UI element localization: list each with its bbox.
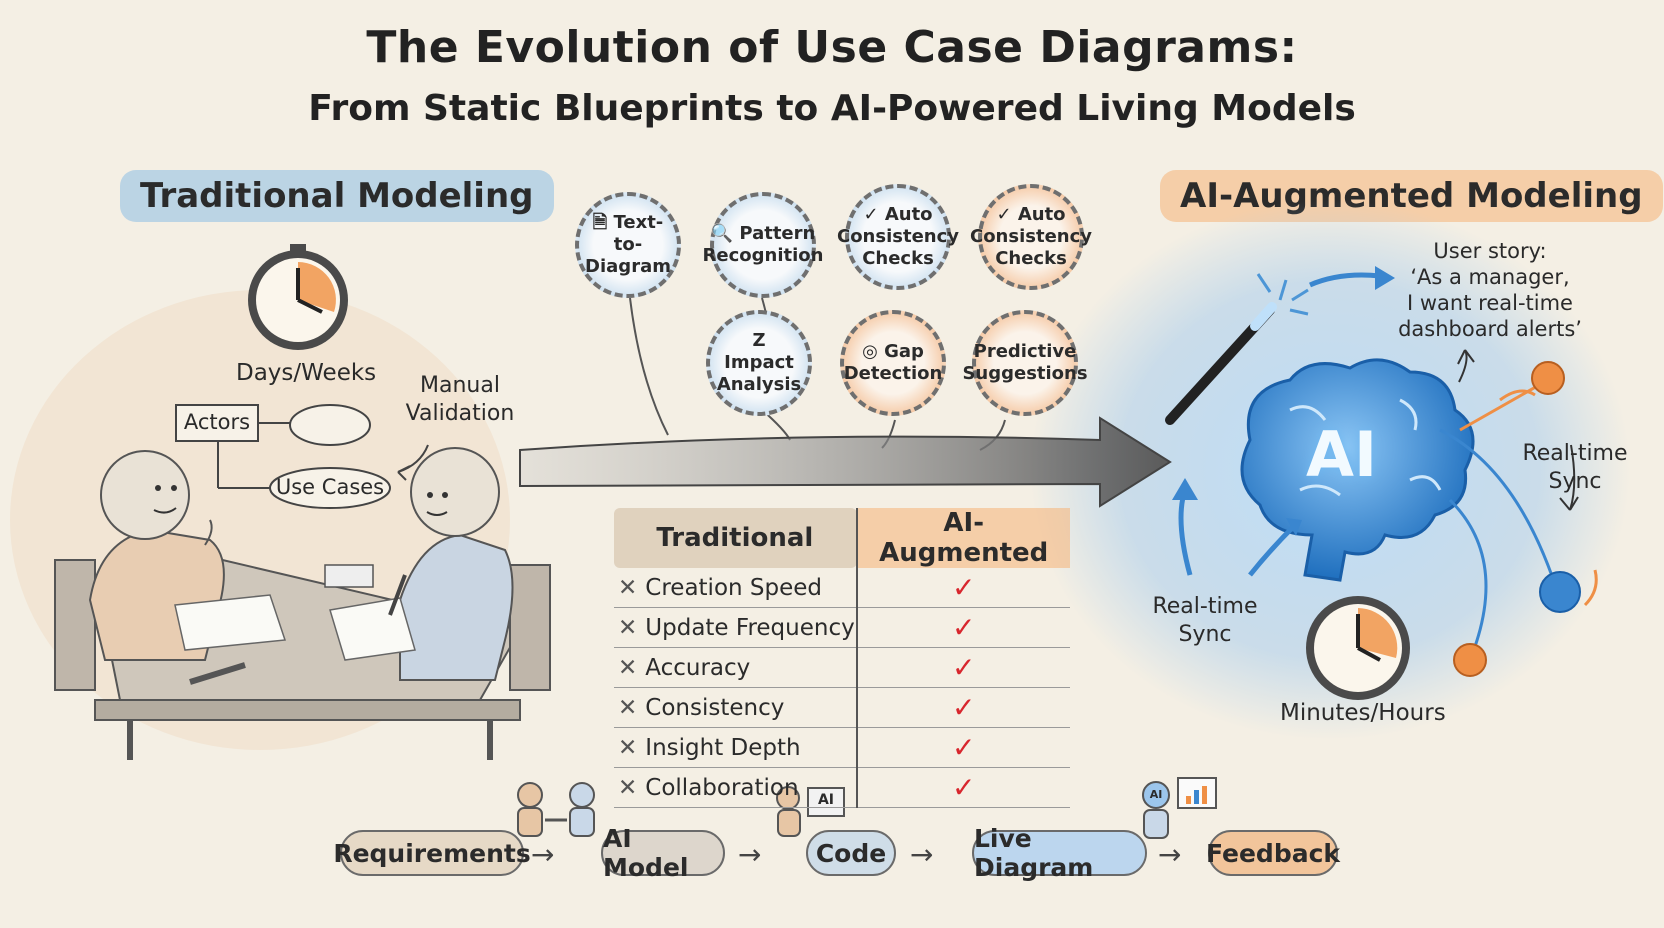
col-ai-augmented: AI-Augmented [855,508,1070,568]
comparison-table: Traditional AI-Augmented ✕ Creation Speed… [614,508,1070,808]
pipeline-ai-model: AI Model [601,824,725,882]
pipeline-arrow: → [1158,838,1182,871]
check-mark-icon: ✓ [855,687,1070,728]
user-story-line: User story: [1433,239,1547,263]
target-icon: ◎ [862,341,878,362]
pipeline-feedback: Feedback [1206,830,1340,876]
big-progress-arrow [519,416,1172,508]
pipeline-arrow: → [738,838,762,871]
capability-badge-text-to-diagram: 🗎 Text-to-Diagram [575,192,681,298]
check-icon: ✓ [863,204,879,225]
document-icon: 🗎 [592,212,608,233]
criterion-cell: ✕ Insight Depth [614,727,857,768]
criterion-cell: ✕ Accuracy [614,647,857,688]
capability-label: Auto Consistency Checks [969,204,1093,269]
x-mark-icon: ✕ [618,694,638,721]
pipeline-requirements: Requirements [333,830,531,876]
table-row: ✕ Update Frequency✓ [614,607,1070,648]
criterion-cell: ✕ Update Frequency [614,607,857,648]
check-mark-icon: ✓ [855,568,1070,608]
user-story-line: I want real-time [1407,291,1573,315]
ai-time-label: Minutes/Hours [1280,700,1446,726]
clock-icon-ai [1306,596,1410,700]
criterion-label: Update Frequency [645,614,855,641]
pipeline-code: Code [806,830,896,876]
table-row: ✕ Insight Depth ✓ [614,727,1070,768]
user-story-line: ‘As a manager, [1410,265,1570,289]
criterion-label: Collaboration [645,774,799,801]
ai-head-label: AI [1149,788,1163,801]
orbit-nodes [1439,349,1598,677]
ai-chart-person-icon [1142,777,1217,839]
capability-badge-pattern-recognition: 🔍 Pattern Recognition [703,192,823,298]
criterion-cell: ✕ Consistency [614,687,857,728]
ai-screen-label: AI [817,792,835,808]
actors-label: Actors [183,410,251,434]
x-mark-icon: ✕ [618,654,638,681]
zigzag-icon: Z [752,330,766,351]
x-mark-icon: ✕ [618,574,638,601]
page-subtitle: From Static Blueprints to AI-Powered Liv… [308,88,1356,129]
user-story: User story: ‘As a manager, I want real-t… [1385,238,1595,342]
sync-label-left: Real-time Sync [1152,594,1258,647]
pipeline-live-diagram: Live Diagram [972,824,1147,882]
magic-wand-icon [1165,266,1395,425]
table-row: ✕ Consistency ✓ [614,687,1070,728]
capability-label: Predictive Suggestions [962,341,1088,384]
criterion-cell: ✕ Creation Speed [614,568,857,608]
capability-label: Text-to-Diagram [585,212,671,277]
check-mark-icon: ✓ [855,727,1070,768]
use-case-sketch [175,404,429,509]
use-cases-label: Use Cases [275,475,385,499]
capability-badge-auto-consistency-blue: ✓ Auto Consistency Checks [837,184,959,290]
check-mark-icon: ✓ [855,607,1070,648]
table-header-row: Traditional AI-Augmented [614,508,1070,568]
handshake-people-icon [517,782,595,837]
ai-brain-label: AI [1306,418,1378,491]
sync-label-right: Real-time Sync [1522,441,1628,494]
table-row: ✕ Accuracy ✓ [614,647,1070,688]
criterion-label: Insight Depth [645,734,801,761]
manual-validation-label: Manual Validation [405,373,515,426]
capability-badge-impact-analysis: Z Impact Analysis [706,310,812,416]
x-mark-icon: ✕ [618,734,638,761]
capability-label: Pattern Recognition [702,223,824,266]
col-traditional: Traditional [614,508,857,568]
page-title: The Evolution of Use Case Diagrams: [366,22,1298,73]
criterion-label: Accuracy [645,654,751,681]
capability-connectors [629,297,1006,451]
traditional-heading: Traditional Modeling [120,170,554,222]
table-row: ✕ Creation Speed ✓ [614,568,1070,608]
capability-badge-gap-detection: ◎ Gap Detection [840,310,946,416]
capability-label: Gap Detection [843,341,943,384]
criterion-label: Consistency [645,694,785,721]
meeting-scene [54,447,551,760]
clock-icon-traditional [248,244,348,350]
pipeline-arrow: → [910,838,934,871]
capability-label: Impact Analysis [716,352,802,395]
check-mark-icon: ✓ [855,647,1070,688]
table-row: ✕ Collaboration ✓ [614,767,1070,808]
traditional-time-label: Days/Weeks [236,360,377,386]
criterion-label: Creation Speed [645,574,823,601]
check-icon: ✓ [996,204,1012,225]
check-mark-icon: ✓ [855,767,1070,808]
criterion-cell: ✕ Collaboration [614,767,857,808]
magnifier-icon: 🔍 [710,223,734,244]
capability-label: Auto Consistency Checks [836,204,960,269]
capability-badge-predictive-suggestions: Predictive Suggestions [962,310,1088,416]
user-story-line: dashboard alerts’ [1398,317,1582,341]
x-mark-icon: ✕ [618,774,638,801]
pipeline-arrow: → [531,838,555,871]
x-mark-icon: ✕ [618,614,638,641]
capability-badge-auto-consistency-orange: ✓ Auto Consistency Checks [970,184,1092,290]
